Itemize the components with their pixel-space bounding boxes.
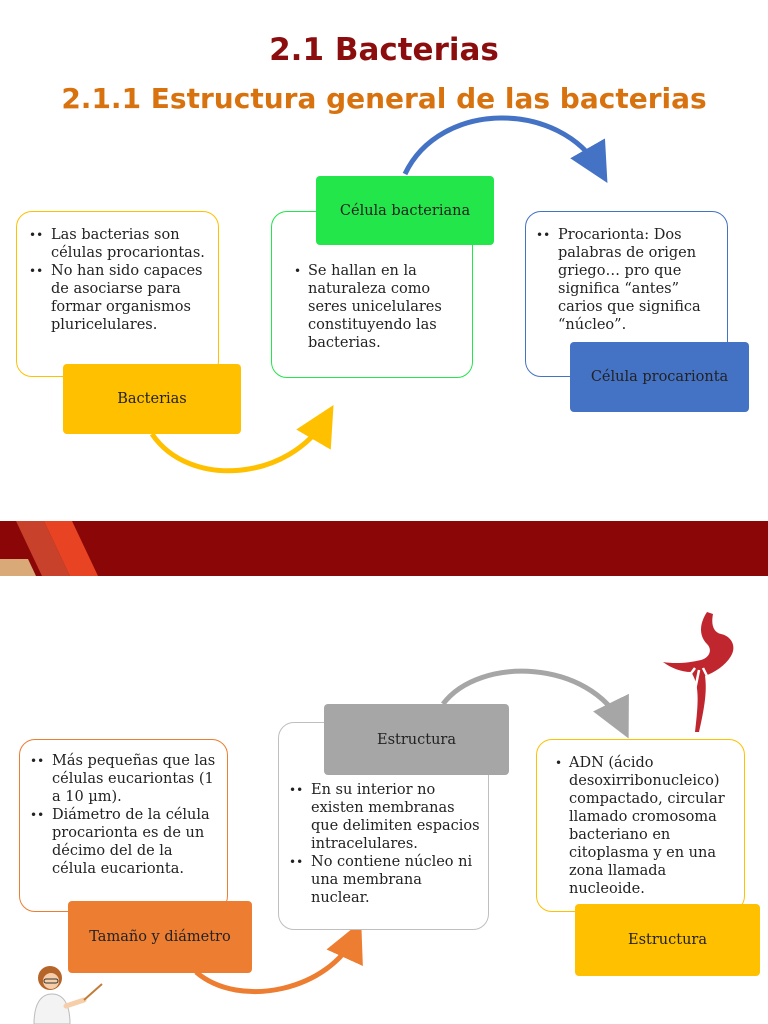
card-bacterias: Las bacterias son células procariontas. … [16, 211, 219, 377]
divider-band [0, 521, 768, 576]
bullet: Las bacterias son células procariontas. [25, 226, 210, 262]
bullet: Procarionta: Dos palabras de origen grie… [532, 226, 719, 334]
card-estructura-right: ADN (ácido desoxirribonucleico) compacta… [536, 739, 745, 912]
tag-estructura-middle: Estructura [324, 704, 509, 775]
card-tamano: Más pequeñas que las células eucariontas… [19, 739, 228, 912]
tag-bacterias: Bacterias [63, 364, 241, 434]
page-subtitle: 2.1.1 Estructura general de las bacteria… [61, 82, 707, 115]
bullet: Se hallan en la naturaleza como seres un… [282, 262, 464, 352]
bullet: Diámetro de la célula procarionta es de … [26, 806, 221, 878]
tag-tamano: Tamaño y diámetro [68, 901, 252, 973]
flamingo-icon [663, 612, 734, 732]
bullet: ADN (ácido desoxirribonucleico) compacta… [543, 754, 738, 898]
bullet: No contiene núcleo ni una membrana nucle… [285, 853, 482, 907]
arrow-blue [402, 115, 608, 184]
page-title: 2.1 Bacterias [269, 32, 499, 68]
bullet: Más pequeñas que las células eucariontas… [26, 752, 221, 806]
tag-celula-bacteriana: Célula bacteriana [316, 176, 494, 245]
bullet: En su interior no existen membranas que … [285, 781, 482, 853]
teacher-icon [33, 966, 103, 1024]
band-decoration-icon [0, 521, 98, 576]
tag-celula-procarionta: Célula procarionta [570, 342, 749, 412]
tag-estructura-right: Estructura [575, 904, 760, 976]
bullet: No han sido capaces de asociarse para fo… [25, 262, 210, 334]
